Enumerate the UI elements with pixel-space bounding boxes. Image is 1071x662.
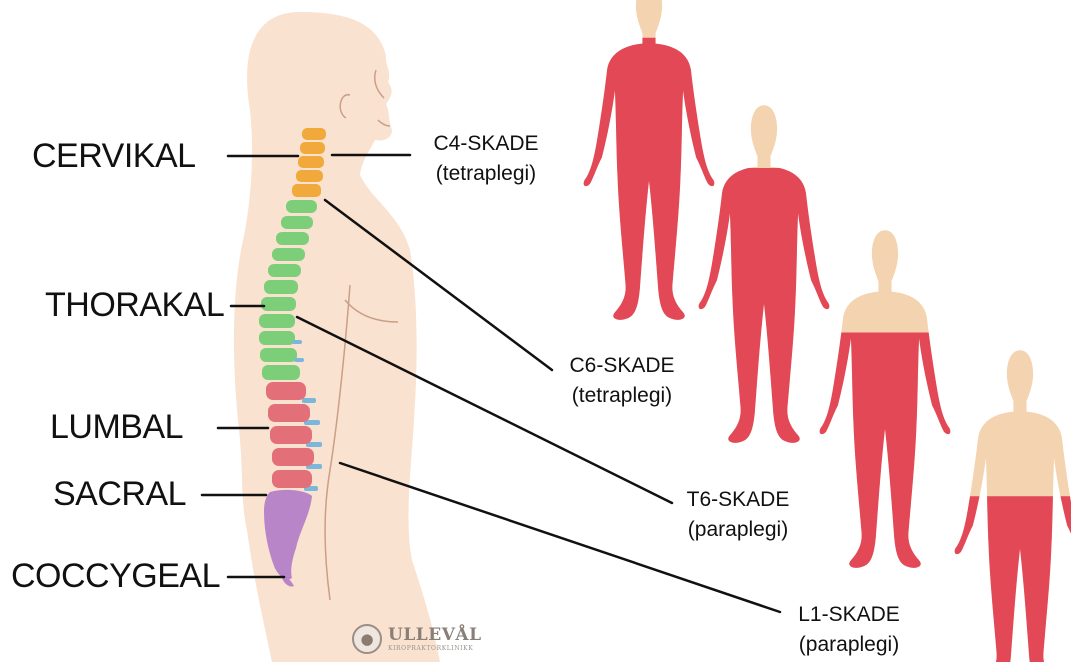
injury-level: T6-SKADE <box>668 485 808 515</box>
vertebra <box>268 264 301 277</box>
injury-type: (paraplegi) <box>668 515 808 545</box>
injury-t6-label: T6-SKADE (paraplegi) <box>668 485 808 545</box>
injury-type: (tetraplegi) <box>416 159 556 189</box>
vertebra <box>259 314 295 328</box>
vertebra <box>286 200 317 213</box>
injury-level: C4-SKADE <box>416 129 556 159</box>
figure-c6 <box>699 105 830 443</box>
vertebra <box>276 232 309 245</box>
clinic-logo: ● ULLEVÅL KIROPRAKTORKLINIKK <box>352 624 482 654</box>
label-cervical: CERVIKAL <box>32 139 196 173</box>
vertebra <box>272 470 312 488</box>
vertebra <box>272 248 305 261</box>
injury-type: (tetraplegi) <box>551 381 693 411</box>
injury-level: C6-SKADE <box>551 351 693 381</box>
vertebra <box>261 297 296 311</box>
vertebra <box>260 348 297 362</box>
label-sacral: SACRAL <box>53 477 186 511</box>
injury-type: (paraplegi) <box>781 630 917 660</box>
injury-c4-label: C4-SKADE (tetraplegi) <box>416 129 556 189</box>
logo-subtitle: KIROPRAKTORKLINIKK <box>388 646 482 652</box>
injury-level: L1-SKADE <box>781 600 917 630</box>
vertebra <box>266 382 306 400</box>
vertebra <box>264 280 298 294</box>
disc <box>292 340 302 344</box>
vertebra <box>268 404 310 422</box>
vertebra <box>296 170 323 182</box>
vertebra <box>270 426 312 444</box>
figure-l1 <box>955 350 1071 662</box>
injury-l1-label: L1-SKADE (paraplegi) <box>781 600 917 660</box>
vertebra <box>262 365 300 380</box>
disc <box>302 398 316 403</box>
vertebra <box>292 184 321 197</box>
label-lumbar: LUMBAL <box>50 410 183 444</box>
logo-name: ULLEVÅL <box>388 627 482 644</box>
figure-t6 <box>820 230 951 568</box>
injury-c6-label: C6-SKADE (tetraplegi) <box>551 351 693 411</box>
vertebra <box>302 128 326 140</box>
label-thoracic: THORAKAL <box>45 288 224 322</box>
disc <box>294 358 304 362</box>
label-coccygeal: COCCYGEAL <box>11 559 220 593</box>
spine-logo-icon: ● <box>352 624 382 654</box>
vertebra <box>300 142 325 154</box>
vertebra <box>272 448 314 466</box>
vertebra <box>281 216 313 229</box>
vertebra <box>298 156 324 168</box>
figure-c4 <box>570 0 727 327</box>
vertebra <box>259 331 295 345</box>
figure-paralysis <box>584 38 715 320</box>
